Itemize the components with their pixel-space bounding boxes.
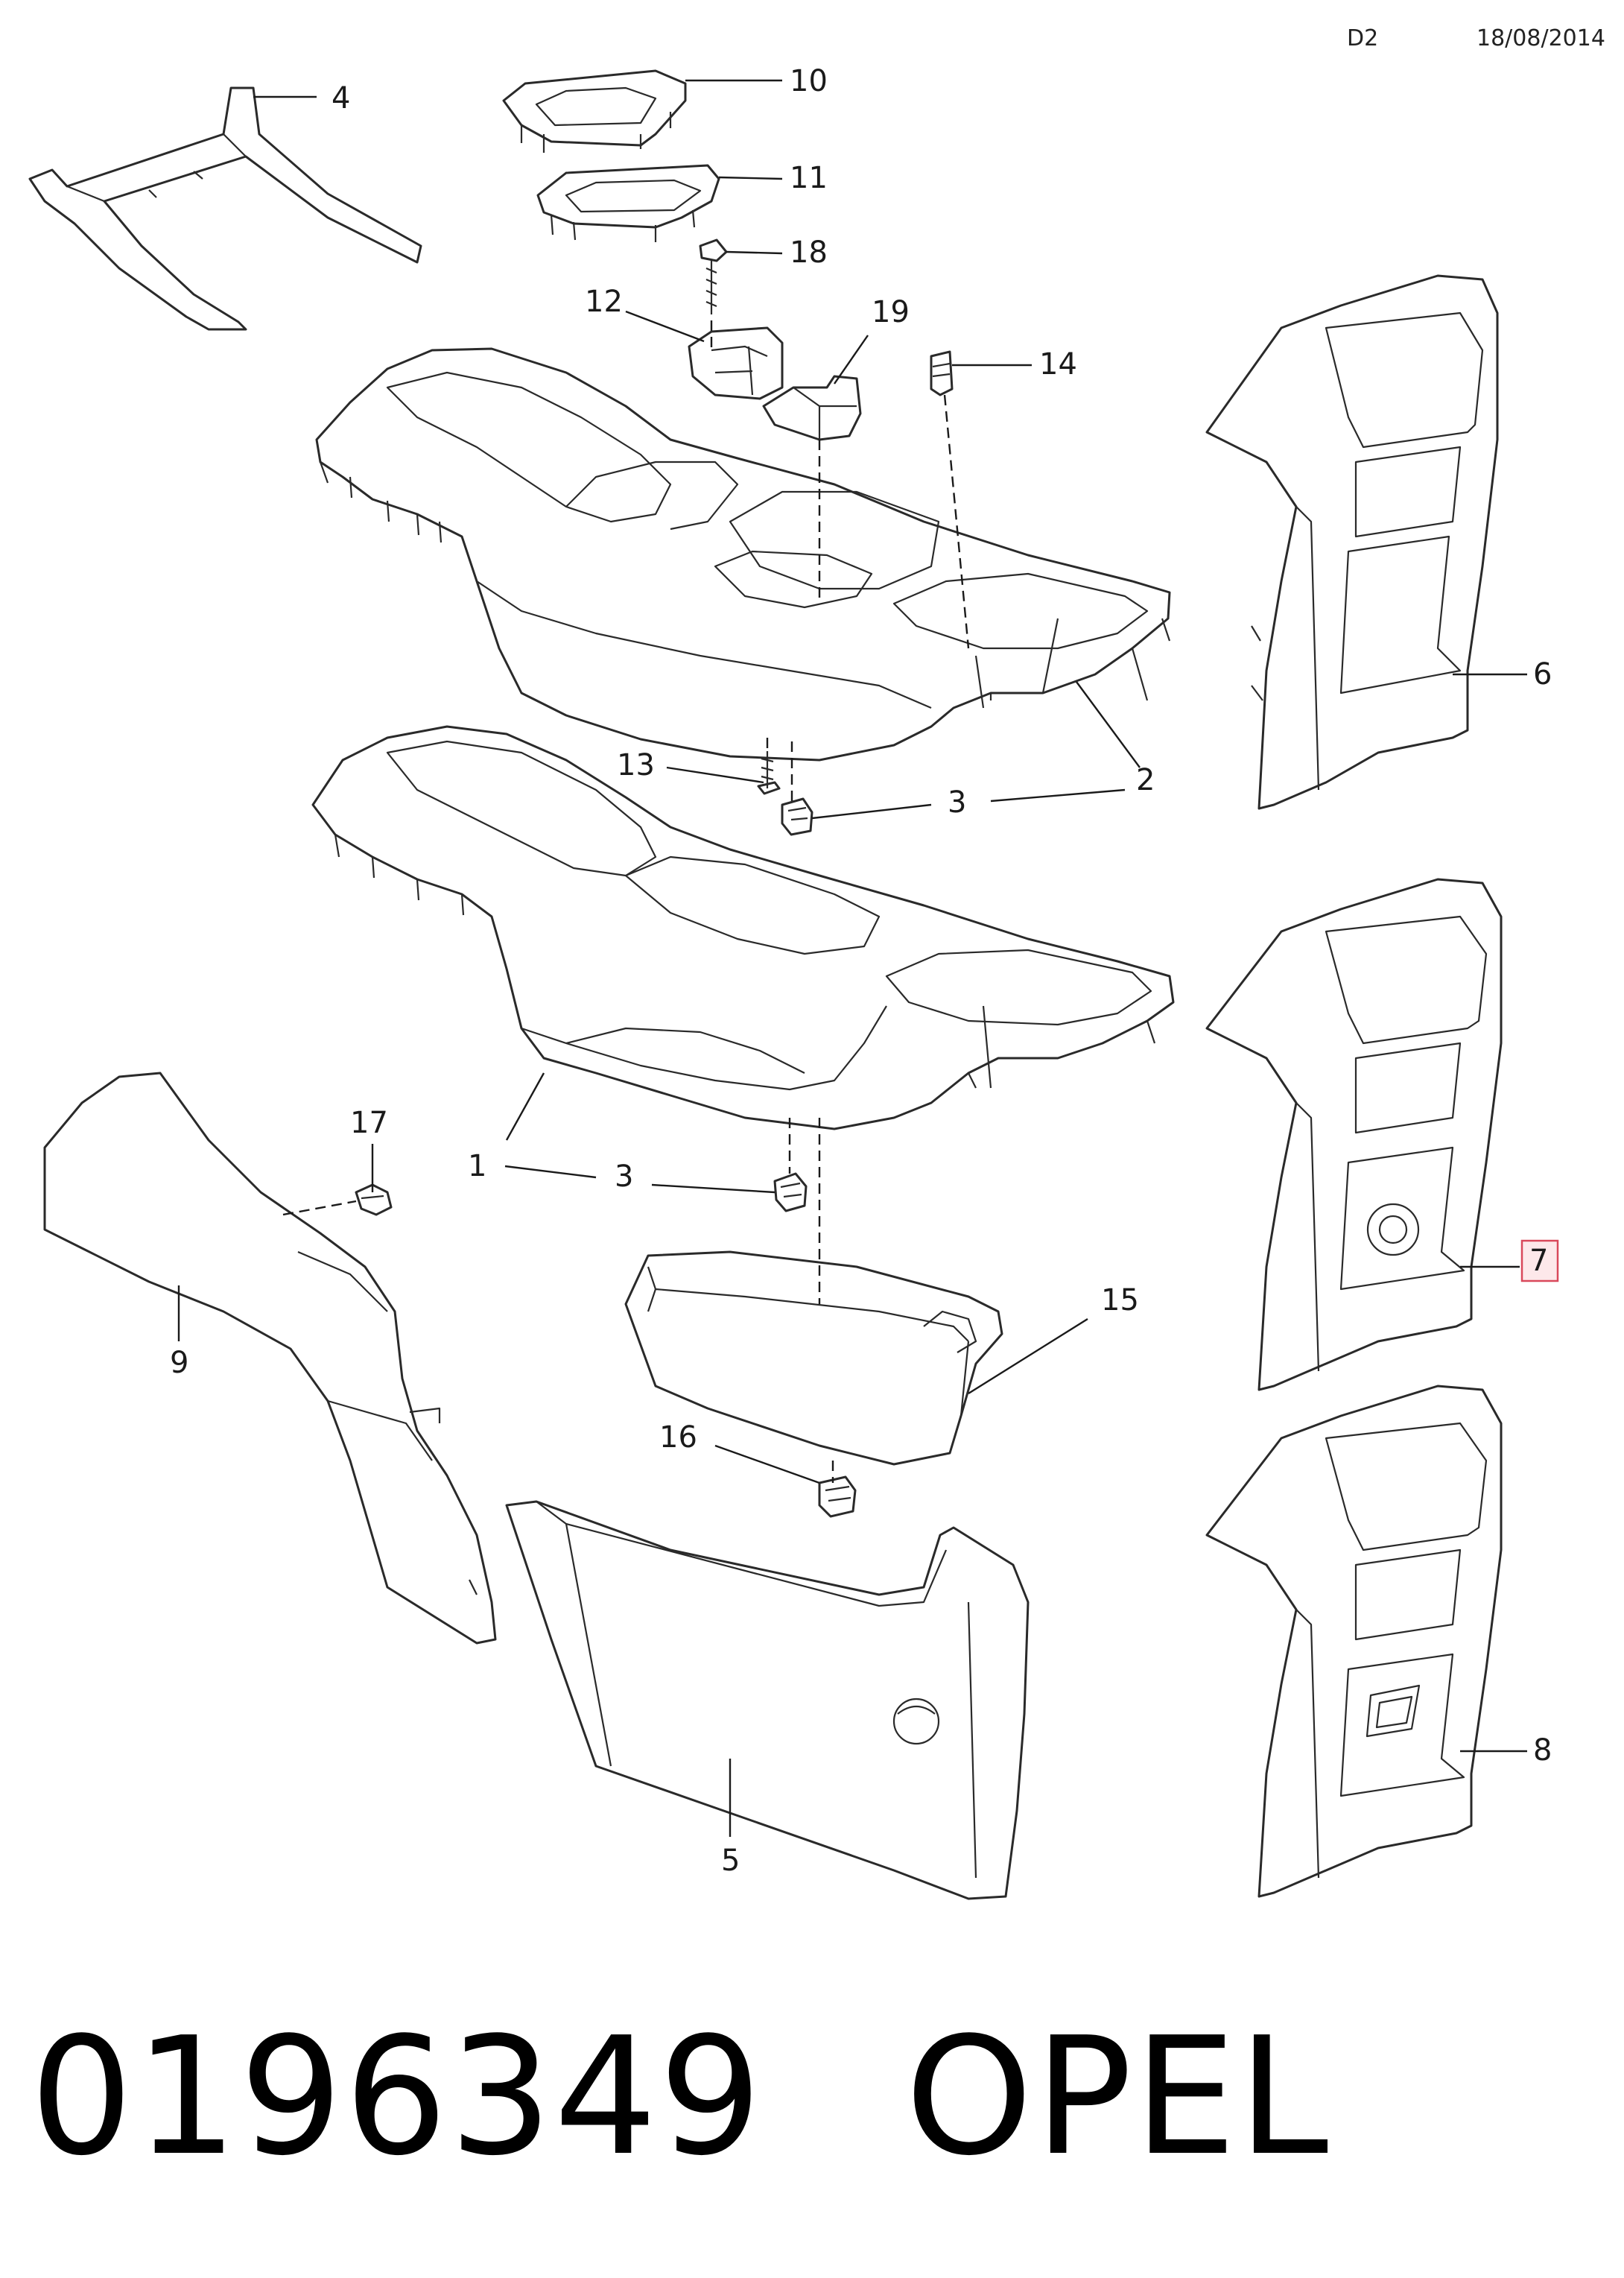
callout-15: 15 <box>1101 1283 1139 1317</box>
callout-6: 6 <box>1533 657 1552 692</box>
callout-3-upper: 3 <box>948 785 966 820</box>
part-10-cupholder-insert[interactable] <box>502 69 687 153</box>
part-caption: 0196349 OPEL <box>30 2005 1330 2191</box>
brand-name: OPEL <box>904 2003 1330 2192</box>
part-8-rear-panel[interactable] <box>1205 1385 1503 1898</box>
part-11-cupholder-insert[interactable] <box>536 164 720 242</box>
callout-19: 19 <box>872 295 910 329</box>
part-14-clip[interactable] <box>930 350 954 396</box>
callout-3-lower: 3 <box>615 1159 633 1194</box>
callout-13: 13 <box>617 748 655 782</box>
assembly-lines <box>282 320 970 1483</box>
part-3-clip-lower[interactable] <box>773 1172 808 1212</box>
part-number: 0196349 <box>30 2003 764 2192</box>
callout-14: 14 <box>1039 347 1077 382</box>
part-18-screw[interactable] <box>699 238 728 314</box>
part-13-screw[interactable] <box>757 751 781 795</box>
part-1-lower-console[interactable] <box>311 725 1175 1130</box>
exploded-parts-diagram: 4 10 11 18 12 19 14 6 13 3 2 17 1 3 7 15… <box>28 64 1559 1900</box>
callout-8: 8 <box>1533 1733 1552 1768</box>
part-9-side-panel[interactable] <box>43 1072 497 1645</box>
part-17-retainer[interactable] <box>355 1183 393 1216</box>
callout-18: 18 <box>790 235 828 270</box>
callout-11: 11 <box>790 161 828 195</box>
diagram-date: 18/08/2014 <box>1476 25 1605 51</box>
callout-2: 2 <box>1136 763 1155 797</box>
callout-17: 17 <box>350 1106 388 1140</box>
page-code: D2 <box>1347 25 1379 51</box>
callout-16: 16 <box>659 1420 697 1455</box>
highlight-box <box>1520 1239 1559 1282</box>
callout-10: 10 <box>790 64 828 98</box>
callout-4: 4 <box>332 81 350 116</box>
part-6-rear-panel[interactable] <box>1205 274 1499 810</box>
callout-1: 1 <box>468 1149 486 1183</box>
part-4-trim-bezel[interactable] <box>28 86 422 331</box>
part-7-rear-panel[interactable] <box>1205 878 1503 1391</box>
part-16-clip[interactable] <box>818 1475 857 1518</box>
part-3-clip-upper[interactable] <box>781 797 813 836</box>
part-5-side-panel[interactable] <box>505 1500 1030 1900</box>
part-2-upper-console[interactable] <box>315 347 1171 762</box>
part-19-bracket[interactable] <box>762 375 862 441</box>
callout-7: 7 <box>1529 1244 1548 1278</box>
part-15-storage-tray[interactable] <box>624 1250 1003 1466</box>
callout-labels: 4 10 11 18 12 19 14 6 13 3 2 17 1 3 7 15… <box>170 64 1552 1878</box>
callout-5: 5 <box>721 1844 740 1878</box>
callout-12: 12 <box>585 285 623 319</box>
callout-9: 9 <box>170 1346 188 1380</box>
leader-lines <box>177 79 1527 1837</box>
part-12-latch[interactable] <box>688 326 784 400</box>
